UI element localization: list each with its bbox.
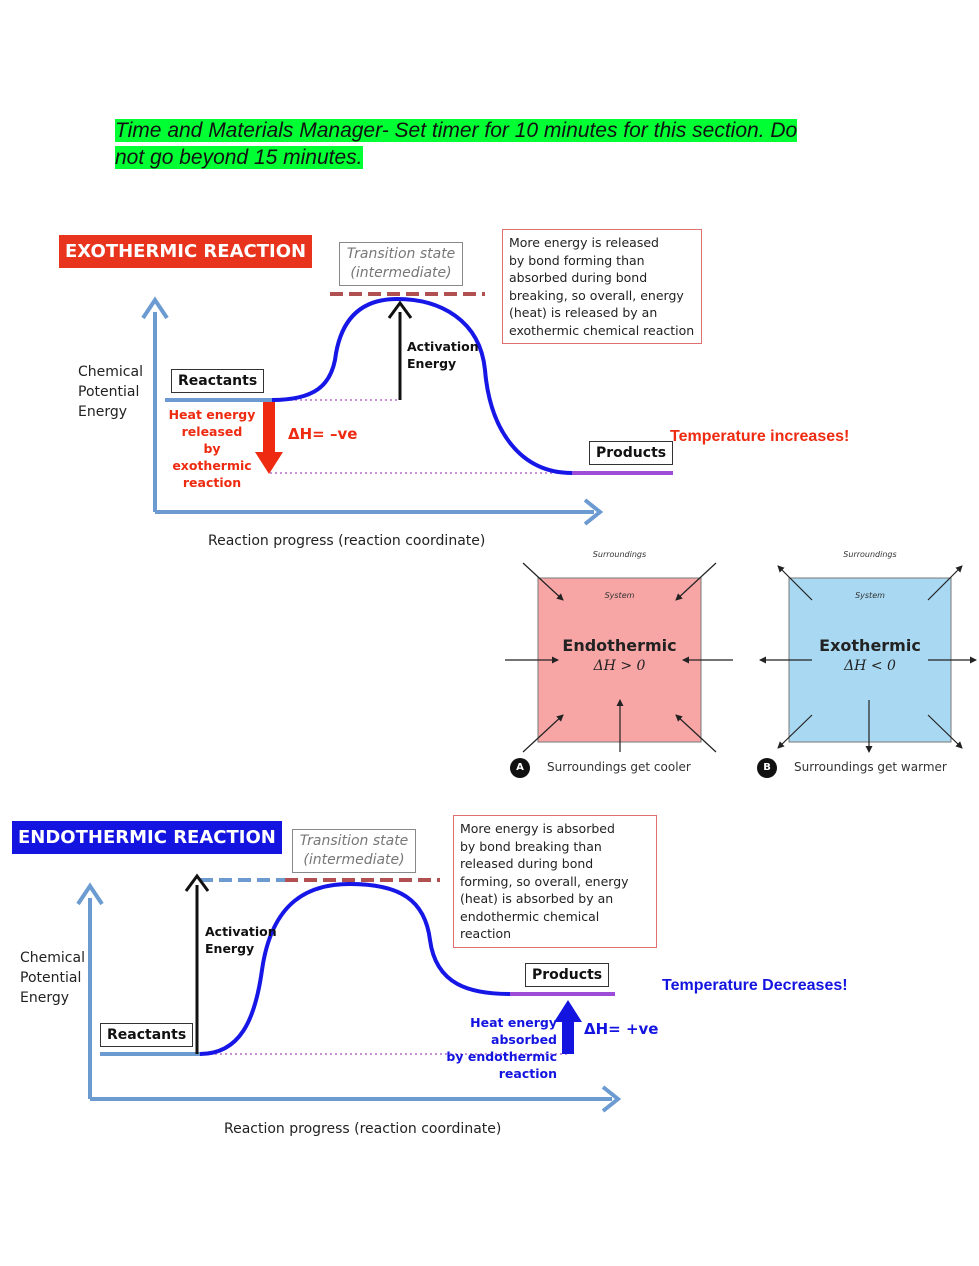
instruction-note: Time and Materials Manager- Set timer fo… (115, 117, 855, 171)
endo-info-line: by bond breaking than (460, 838, 602, 854)
endo-axes (76, 882, 622, 1113)
exo-info-line: More energy is released (509, 235, 659, 250)
exo-x-axis-label: Reaction progress (reaction coordinate) (208, 533, 486, 549)
exo-y-axis-label: Chemical Potential Energy (78, 362, 143, 422)
exo-system-label: System (855, 591, 885, 600)
endo-info-line: More energy is absorbed (460, 821, 615, 836)
exo-ts-line-1: Transition state (346, 246, 456, 262)
exo-axes (141, 296, 604, 526)
exo-reactants-label: Reactants (171, 369, 265, 393)
endo-y-axis-label: Chemical Potential Energy (20, 948, 85, 1008)
endo-x-axis-label: Reaction progress (reaction coordinate) (224, 1121, 502, 1137)
endo-info-line: released during bond (460, 856, 594, 871)
exo-activation-line: Energy (407, 356, 457, 371)
endo-heat-label: Heat energy absorbed by endothermic reac… (400, 1014, 557, 1082)
exo-info-line: absorbed during bond (509, 270, 648, 285)
exo-banner: EXOTHERMIC REACTION (59, 235, 313, 268)
exo-badge-circle (757, 758, 777, 778)
endo-transition-state-box: Transition state (intermediate) (292, 829, 416, 873)
exo-heat-line: by exothermic (172, 441, 252, 473)
instruction-line-1: Time and Materials Manager- Set timer fo… (115, 119, 798, 142)
endo-info-line: forming, so overall, energy (460, 873, 629, 889)
endo-activation-label: Activation Energy (205, 923, 277, 957)
endo-delta-h: ΔH= +ve (584, 1020, 659, 1038)
endo-badge: A (516, 762, 524, 773)
endo-ts-line-2: (intermediate) (303, 852, 405, 868)
endo-caption: Surroundings get cooler (547, 760, 691, 774)
exo-heat-line: Heat energy (168, 407, 256, 422)
exo-ylabel-line: Chemical (78, 364, 143, 380)
exo-activation-line: Activation (407, 339, 479, 354)
endo-system-box (505, 562, 733, 778)
endo-ylabel-line: Energy (20, 990, 70, 1006)
endo-info-line: endothermic chemical reaction (460, 908, 600, 942)
exo-ylabel-line: Energy (78, 404, 128, 420)
exo-info-line: exothermic chemical reaction (509, 322, 695, 338)
exo-energy-curve (271, 296, 573, 475)
exo-caption: Surroundings get warmer (794, 760, 947, 774)
endo-ylabel-line: Chemical (20, 950, 85, 966)
exo-info-box: More energy is released by bond forming … (502, 229, 702, 344)
endo-energy-curve (199, 881, 511, 1056)
endo-activation-line: Activation (205, 924, 277, 939)
instruction-line-2: not go beyond 15 minutes. (115, 146, 363, 169)
exo-heat-line: released (181, 424, 243, 439)
exo-info-line: (heat) is released by an (509, 305, 658, 320)
endo-products-label: Products (525, 963, 610, 987)
endo-badge-circle (510, 758, 530, 778)
endo-heat-arrow (554, 1000, 582, 1054)
endo-heat-line: Heat energy absorbed (470, 1015, 557, 1047)
exo-transition-state-box: Transition state (intermediate) (339, 242, 463, 286)
exo-temperature-note: Temperature increases! (670, 428, 850, 445)
endo-temperature-note: Temperature Decreases! (662, 977, 848, 994)
endo-system-title: Endothermic (562, 636, 677, 655)
endo-activation-line: Energy (205, 941, 255, 956)
exo-ylabel-line: Potential (78, 384, 140, 400)
endo-reactants-label: Reactants (100, 1023, 194, 1047)
endo-system-label: System (604, 591, 635, 600)
endo-heat-line: by endothermic reaction (446, 1049, 557, 1081)
endo-info-line: (heat) is absorbed by an (460, 891, 614, 906)
exo-heat-line: reaction (182, 475, 242, 490)
endo-banner: ENDOTHERMIC REACTION (12, 821, 282, 854)
endo-info-box: More energy is absorbed by bond breaking… (453, 815, 657, 948)
exo-info-line: breaking, so overall, energy (509, 287, 684, 303)
exo-system-box (757, 565, 977, 778)
exo-heat-arrow (255, 402, 283, 474)
exo-activation-label: Activation Energy (407, 338, 479, 372)
endo-surroundings-label: Surroundings (592, 550, 647, 559)
exo-badge: B (763, 762, 771, 773)
endo-ylabel-line: Potential (20, 970, 82, 986)
endo-ts-line-1: Transition state (299, 833, 409, 849)
exo-heat-label: Heat energy released by exothermic react… (162, 406, 262, 491)
exo-delta-h: ΔH= –ve (288, 425, 358, 443)
exo-surroundings-label: Surroundings (843, 550, 897, 559)
exo-products-label: Products (589, 441, 674, 465)
exo-system-title: Exothermic (819, 636, 921, 655)
exo-info-line: by bond forming than (509, 252, 645, 268)
endo-system-dh: ΔH > 0 (593, 658, 646, 674)
exo-system-dh: ΔH < 0 (844, 658, 896, 674)
exo-system-fill (788, 577, 952, 743)
exo-ts-line-2: (intermediate) (350, 265, 452, 281)
